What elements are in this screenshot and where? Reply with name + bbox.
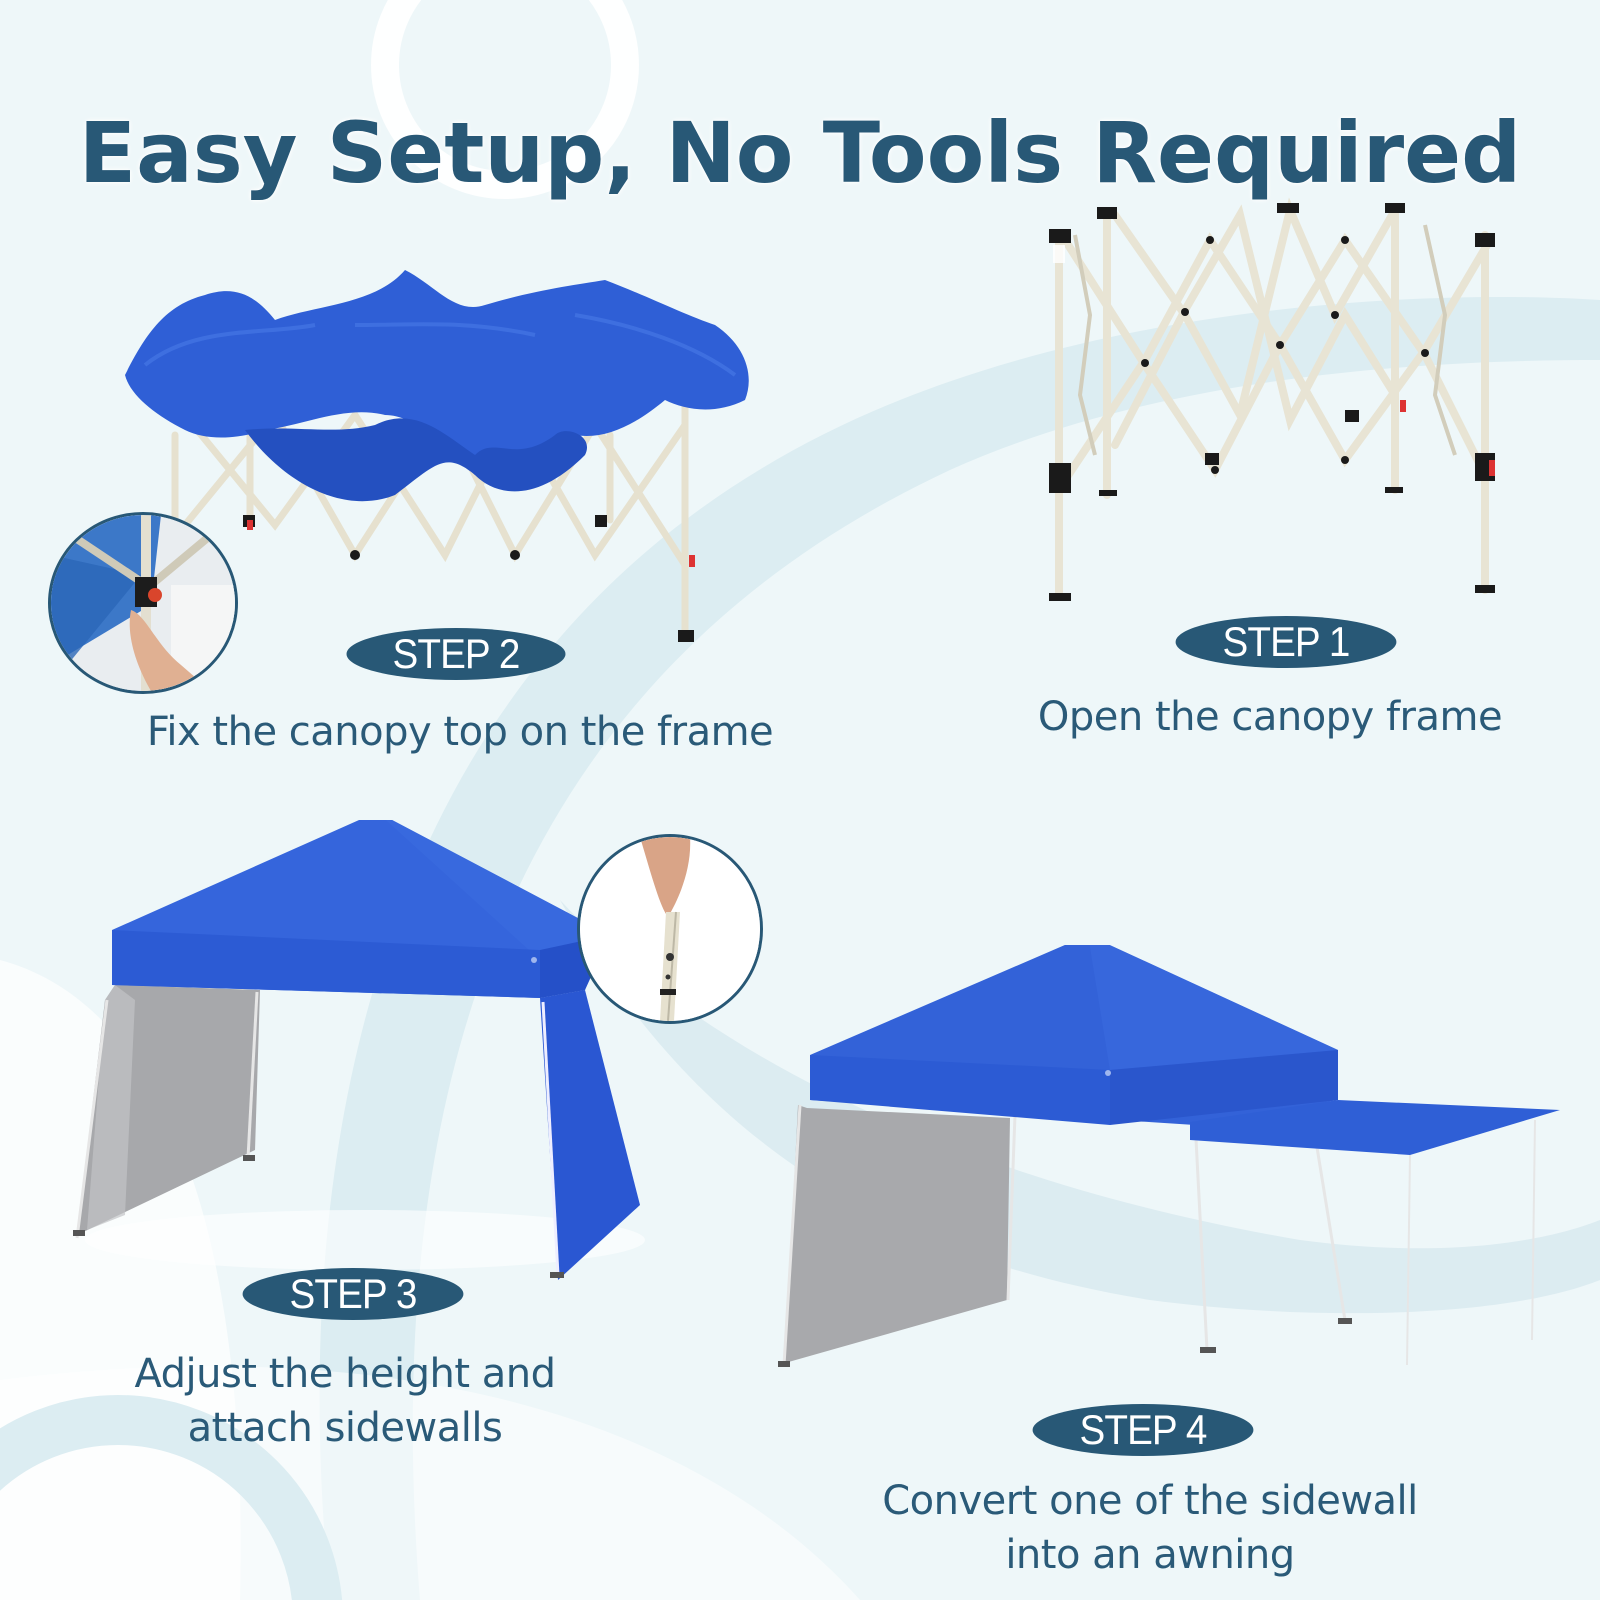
step-3-caption: Adjust the height and attach sidewalls — [80, 1347, 610, 1455]
step-3-caption-line-2: attach sidewalls — [187, 1405, 503, 1451]
step-3-inset-photo — [577, 834, 763, 1024]
step-2-badge: STEP 2 — [346, 628, 566, 680]
hand-securing-canopy-icon — [51, 515, 235, 691]
step-3-badge: STEP 3 — [242, 1268, 464, 1320]
canopy-awning-illustration — [778, 945, 1560, 1367]
step-4-caption-line-1: Convert one of the sidewall — [882, 1478, 1418, 1524]
step-4-badge: STEP 4 — [1032, 1404, 1254, 1456]
step-1-image — [1045, 195, 1495, 610]
step-3-caption-line-1: Adjust the height and — [134, 1351, 556, 1397]
step-2-inset-photo — [48, 512, 238, 694]
canopy-draped-illustration — [125, 270, 749, 642]
step-3-image — [65, 820, 665, 1280]
folding-frame-illustration — [1049, 197, 1495, 601]
step-2-image — [115, 265, 775, 655]
step-1-caption: Open the canopy frame — [1037, 694, 1503, 740]
step-4-caption: Convert one of the sidewall into an awni… — [830, 1474, 1470, 1582]
step-4-caption-line-2: into an awning — [1005, 1532, 1295, 1578]
step-2-caption: Fix the canopy top on the frame — [146, 709, 774, 755]
step-4-image — [770, 945, 1570, 1385]
page-title: Easy Setup, No Tools Required — [78, 104, 1522, 203]
step-1-badge: STEP 1 — [1175, 616, 1397, 668]
hand-adjusting-leg-icon — [580, 837, 760, 1021]
canopy-sidewalls-illustration — [73, 820, 645, 1280]
